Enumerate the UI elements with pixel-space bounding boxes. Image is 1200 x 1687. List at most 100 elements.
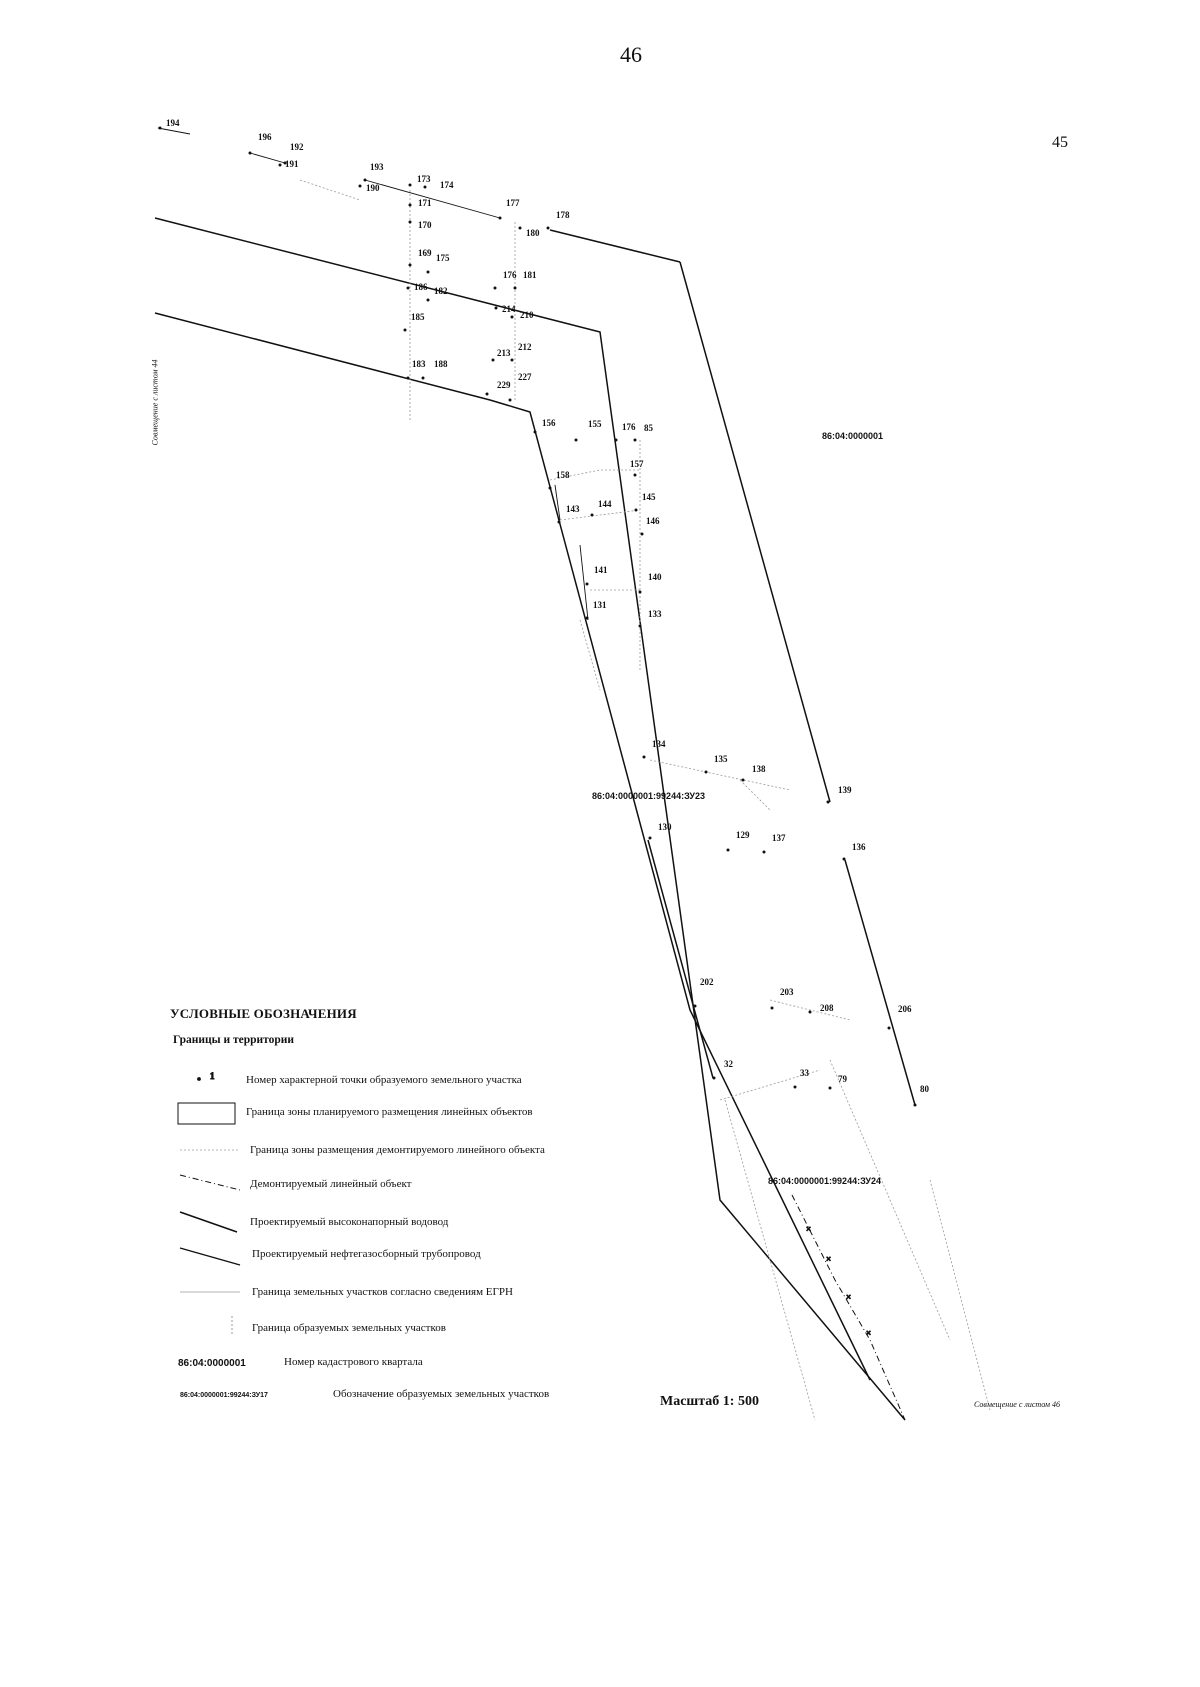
point-marker [585, 582, 589, 586]
point-marker [913, 1103, 917, 1107]
legend-symbols: 1 [177, 1071, 241, 1334]
point-label: 193 [370, 162, 384, 172]
point-marker [513, 286, 517, 290]
zone-boundary-right-2 [679, 261, 831, 803]
zone-boundary-east [844, 859, 916, 1106]
point-label: 138 [752, 764, 766, 774]
parcel-boundary-15 [929, 1179, 991, 1411]
point-marker [548, 486, 552, 490]
point-marker [508, 398, 512, 402]
point-label: 156 [542, 418, 556, 428]
point-label: 145 [642, 492, 656, 502]
point-label: 177 [506, 198, 520, 208]
point-marker [642, 755, 646, 759]
point-label: 174 [440, 180, 454, 190]
legend-item-zone: Граница зоны планируемого размещения лин… [246, 1106, 533, 1118]
parcel-boundary-12 [724, 1099, 816, 1421]
parcel-label-zu24: 86:04:0000001:99244:ЗУ24 [768, 1176, 881, 1186]
zone-boundary-outer [154, 312, 871, 1381]
legend-quarter-code: 86:04:0000001 [178, 1358, 246, 1369]
point-marker [887, 1026, 891, 1030]
legend-item-formed-parcel: Граница образуемых земельных участков [252, 1322, 446, 1334]
point-marker [808, 1010, 812, 1014]
point-marker [770, 1006, 774, 1010]
point-label: 137 [772, 833, 786, 843]
svg-text:×: × [866, 1328, 871, 1338]
dismantled-line-object: × × × × [791, 1194, 906, 1421]
point-label: 33 [800, 1068, 810, 1078]
point-marker [248, 151, 252, 155]
point-label: 227 [518, 372, 532, 382]
point-label: 146 [646, 516, 660, 526]
point-marker [712, 1076, 716, 1080]
zone-boundary-mid [647, 839, 714, 1079]
point-marker [614, 438, 618, 442]
parcel-boundary-4 [549, 469, 640, 481]
point-marker [574, 438, 578, 442]
zone-boundary-left [154, 217, 906, 1421]
point-label: 157 [630, 459, 644, 469]
point-label: 192 [290, 142, 304, 152]
legend-item-egrn: Граница земельных участков согласно свед… [252, 1286, 513, 1298]
point-marker [640, 532, 644, 536]
point-label: 143 [566, 504, 580, 514]
point-marker [638, 590, 642, 594]
point-label: 173 [417, 174, 431, 184]
point-label: 32 [724, 1059, 734, 1069]
svg-text:×: × [806, 1224, 811, 1234]
point-marker [633, 438, 637, 442]
point-marker [423, 185, 427, 189]
legend-item-water-pipe: Проектируемый высоконапорный водовод [250, 1216, 449, 1228]
point-marker [485, 392, 489, 396]
point-marker [363, 178, 367, 182]
point-label: 170 [418, 220, 432, 230]
point-marker [493, 286, 497, 290]
point-label: 178 [556, 210, 570, 220]
point-marker [358, 184, 362, 188]
formed-parcel-boundaries [299, 179, 991, 1421]
scale-label: Масштаб 1: 500 [660, 1394, 759, 1409]
point-marker [403, 328, 407, 332]
point-marker [741, 778, 745, 782]
point-label: 169 [418, 248, 432, 258]
point-marker [278, 163, 282, 167]
egrn-line-4 [554, 484, 561, 521]
egrn-line-1 [249, 152, 286, 164]
point-label: 191 [285, 159, 299, 169]
point-label: 202 [700, 977, 714, 987]
point-marker [828, 1086, 832, 1090]
point-label: 188 [434, 359, 448, 369]
point-label: 139 [838, 785, 852, 795]
legend-item-dismantled-object: Демонтируемый линейный объект [250, 1178, 412, 1190]
point-marker [693, 1004, 697, 1008]
legend-point-number: 1 [210, 1071, 215, 1081]
point-label: 135 [714, 754, 728, 764]
point-marker [406, 376, 410, 380]
point-label: 175 [436, 253, 450, 263]
point-label: 185 [411, 312, 425, 322]
point-marker [426, 298, 430, 302]
point-marker [842, 857, 846, 861]
point-marker [408, 220, 412, 224]
point-marker [726, 848, 730, 852]
parcel-boundary-11 [769, 999, 851, 1021]
point-label: 140 [648, 572, 662, 582]
point-label: 79 [838, 1074, 848, 1084]
egrn-line-5 [579, 544, 589, 621]
point-label: 171 [418, 198, 432, 208]
point-label: 155 [588, 419, 602, 429]
point-label: 85 [644, 423, 654, 433]
side-note-left: Совмещение с листом 44 [150, 359, 160, 446]
point-label: 176 [503, 270, 517, 280]
point-label: 181 [523, 270, 537, 280]
point-marker [408, 183, 412, 187]
point-marker [491, 358, 495, 362]
point-label: 130 [658, 822, 672, 832]
point-marker [518, 226, 522, 230]
point-label: 186 [414, 282, 428, 292]
parcel-boundary-14 [739, 779, 771, 811]
point-label: 210 [520, 310, 534, 320]
